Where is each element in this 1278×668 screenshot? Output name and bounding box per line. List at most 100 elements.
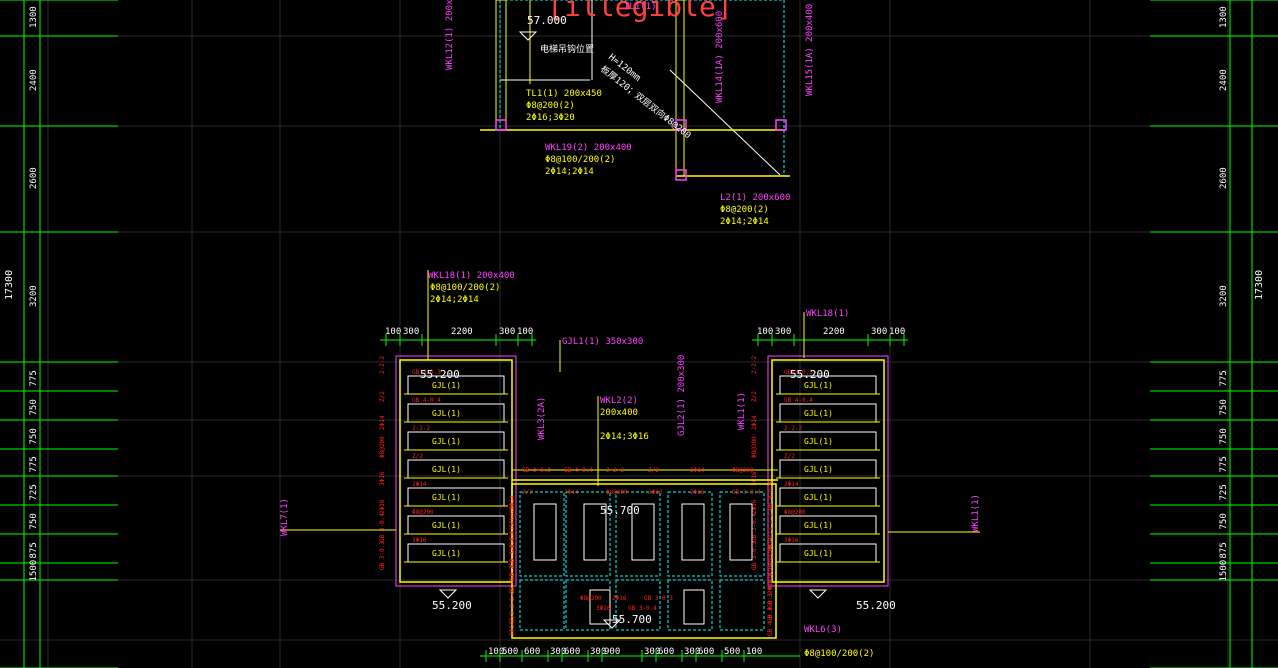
bar-mark: GB 3-0.3 [751,541,758,570]
cell-label: GJL(1) [804,465,833,474]
bar-mark: 2-2-2 [412,425,430,432]
bar-mark: Z/2 [767,527,774,538]
bar-mark: 2Φ16 [690,489,705,496]
dim-value-right: 775 [1219,456,1229,472]
bar-mark: GB 3-0.4 [732,489,761,496]
dim-value-right: 750 [1219,399,1229,415]
bar-mark: Z/2 [522,489,533,496]
bar-mark: Φ8@200 [751,436,758,458]
elevation-right-upper: 55.200 [790,368,830,381]
dim-value-right: 875 [1219,542,1229,558]
beam-label: TL1(1) [624,2,657,12]
bar-mark: GB 3-0.4 [379,513,386,542]
column-mark [675,119,687,131]
bar-mark: GB 3-0.3 [412,369,441,376]
bar-mark: 2Φ16 [751,499,758,514]
elevation-center-upper: 55.700 [600,504,640,517]
cell-label: GJL(1) [432,409,461,418]
slab-edge [767,355,889,587]
bar-mark: 2-2-2 [767,506,774,524]
bar-mark: GB 4-0.4 [767,481,774,510]
beam-spec: 2Φ14;3Φ16 [600,432,649,442]
bar-mark: 2Φ14 [379,415,386,430]
cell-label: GJL(1) [804,437,833,446]
dim-value-bottom: 500 [502,647,518,657]
core-rebar-cage [533,503,557,561]
core-cell [519,491,565,577]
bar-mark: 2Φ14 [767,537,774,552]
bar-mark: Φ8@200 [379,436,386,458]
dim-value-bottom: 300 [684,647,700,657]
bar-mark: 3Φ16 [509,523,516,538]
bar-mark: 2-2-2 [606,467,624,474]
dim-value-top: 100 [517,327,533,337]
beam-spec: Φ8@200(2) [720,205,769,215]
bar-mark: GB 3-0.3 [522,467,551,474]
elevation-right-lower: 55.200 [856,599,896,612]
core-rebar-cage [729,503,753,561]
bar-mark: 2Φ14 [509,621,516,636]
bar-mark: 3Φ16 [596,605,611,612]
elevation-top: 57.000 [527,14,567,27]
bar-mark: GB 3-0.3 [644,595,673,602]
beam-label: WKL1(1) [737,392,747,430]
core-cell [565,579,611,631]
bar-mark: Φ8@200 [767,544,774,566]
dim-value-bottom: 100 [488,647,504,657]
dim-value-top: 300 [499,327,515,337]
beam-label: WKL3(2A) [537,397,547,440]
dim-value-right: 750 [1219,513,1229,529]
dim-value-right: 725 [1219,484,1229,500]
dim-value-left: 2400 [29,69,39,91]
beam-label: WKL1(1) [971,494,981,532]
dim-value-bottom: 600 [524,647,540,657]
dim-value-left: 875 [29,542,39,558]
bar-mark: Φ8@200 [412,509,434,516]
annotation-layer [280,0,980,629]
dim-value-bottom: 300 [590,647,606,657]
dim-value-top: 300 [403,327,419,337]
cell-label: GJL(1) [432,493,461,502]
bar-mark: GB 3-0.4 [751,513,758,542]
bar-mark: 2Φ14 [412,481,427,488]
core-cell [615,579,661,631]
cell-label: GJL(1) [804,381,833,390]
elevation-left-upper: 55.200 [420,368,460,381]
bar-mark: Z/2 [751,391,758,402]
column-mark [775,119,787,131]
column-mark [675,169,687,181]
beam-spec: 2Φ14;2Φ14 [545,167,594,177]
beam-spec: 2Φ14;2Φ14 [720,217,769,227]
core-cell [615,491,661,577]
cell-label: GJL(1) [432,465,461,474]
cell-label: GJL(1) [432,549,461,558]
elevation-marker [808,589,828,599]
dim-value-bottom: 500 [724,647,740,657]
beam-label: GJL2(1) 200x300 [677,355,687,436]
bar-mark: 2Φ16 [509,537,516,552]
dim-value-top: 300 [871,327,887,337]
core-cell [565,491,611,577]
beam-label: TL1(1) 200x450 [526,89,602,99]
beam-spec: 2Φ16;3Φ20 [526,113,575,123]
bar-mark: 2-2-2 [784,425,802,432]
bar-mark: Z/2 [379,391,386,402]
cell-label: GJL(1) [804,549,833,558]
beam-label: WKL15(1A) 200x400 [805,4,815,96]
left-total-dim: 17300 [4,270,15,300]
beam-label: WKL18(1) 200x400 [428,271,515,281]
dim-value-top: 300 [775,327,791,337]
bar-mark: GB 3-0.3 [767,593,774,622]
bar-mark: GB 3-0.4 [628,605,657,612]
core-cell [667,491,713,577]
dim-value-left: 2600 [29,167,39,189]
core-rebar-cage [589,589,611,625]
beam-spec: Φ8@100/200(2) [804,649,874,659]
bar-mark: 2Φ16 [612,595,627,602]
bar-mark: Φ8@200 [509,502,516,524]
dim-value-left: 3200 [29,285,39,307]
dim-value-top: 100 [757,327,773,337]
dim-value-left: 750 [29,513,39,529]
